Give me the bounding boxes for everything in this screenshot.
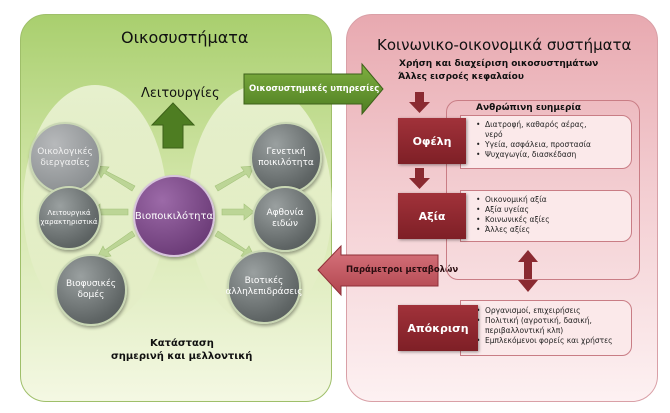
node-biodiversity: Βιοποικιλότητα [133,175,215,257]
functions-up-arrow [150,102,196,149]
value-item: Κοινωνικές αξίες [476,215,631,225]
arrow-to-structures [96,230,136,259]
wellbeing-label: Ανθρώπινη ευημερία [476,103,582,113]
response-box: Απόκριση [398,305,478,351]
drivers-label: Παράμετροι μεταβολών [346,265,459,275]
state-line-1: Κατάσταση [150,338,214,349]
services-label: Οικοσυστημικές υπηρεσίες [249,84,380,94]
ecosystems-title: Οικοσυστήματα [121,28,249,47]
value-item: Άλλες αξίες [476,225,631,235]
benefit-item-cont: νερό [485,130,503,139]
response-item: Οργανισμοί, επιχειρήσεις [476,306,631,316]
arrow-to-species [221,203,255,221]
double-arrow [518,250,538,292]
response-item: Εμπλεκόμενοι φορείς και χρήστες [476,336,631,346]
value-box: Αξία [398,193,466,239]
arrow-to-processes [95,165,136,192]
value-list: Οικονομική αξία Αξία υγείας Κοινωνικές α… [460,190,632,242]
wellbeing-frame [446,100,640,280]
benefit-item: Ψυχαγωγία, διασκέδαση [476,150,631,160]
response-item-cont: περιβαλλοντική κλπ) [485,326,564,335]
benefit-item: Διατροφή, καθαρός αέρας, [476,120,631,130]
state-line-2: σημερινή και μελλοντική [111,351,253,362]
services-arrow [243,62,384,116]
drivers-arrow [317,244,439,297]
use-line-2: Άλλες εισροές κεφαλαίου [398,72,524,82]
value-item: Αξία υγείας [476,205,631,215]
response-list: Οργανισμοί, επιχειρήσεις Πολιτική (αγροτ… [460,300,632,356]
response-item: Πολιτική (αγροτική, δασική, [476,316,631,326]
benefits-box: Οφέλη [398,118,466,164]
value-item: Οικονομική αξία [476,195,631,205]
benefits-down-arrow [409,168,430,189]
arrow-to-genetic [214,165,255,192]
use-down-arrow [409,92,430,113]
socioeconomic-title: Κοινωνικο-οικονομικά συστήματα [377,36,632,54]
functions-label: Λειτουργίες [141,86,220,101]
use-line-1: Χρήση και διαχείριση οικοσυστημάτων [399,59,599,69]
benefits-list: Διατροφή, καθαρός αέρας, νερό Υγεία, ασφ… [460,115,632,169]
benefit-item: Υγεία, ασφάλεια, προστασία [476,140,631,150]
